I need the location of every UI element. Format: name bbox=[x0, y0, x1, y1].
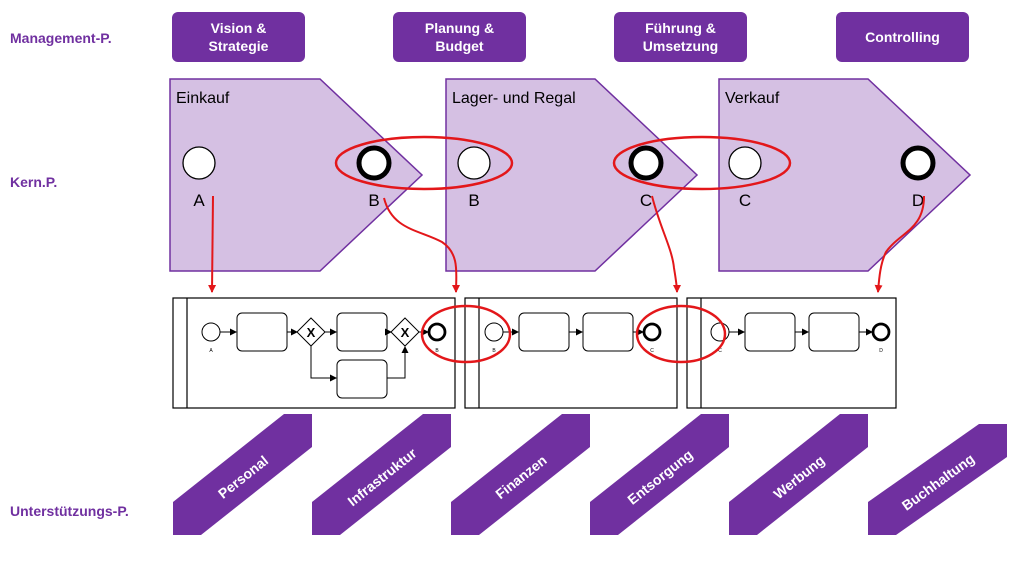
core-title-lager: Lager- und Regal bbox=[452, 90, 576, 107]
support-banner-finanzen[interactable]: Finanzen bbox=[451, 414, 590, 535]
bpmn-start-label-b: B bbox=[492, 348, 496, 354]
bpmn-task[interactable] bbox=[744, 312, 796, 352]
support-banner-entsorgung[interactable]: Entsorgung bbox=[590, 414, 729, 535]
bpmn-end-label-b: B bbox=[435, 348, 439, 354]
mgmt-box-planung[interactable]: Planung & Budget bbox=[393, 12, 526, 62]
start-event-a bbox=[182, 146, 216, 180]
mgmt-box-vision[interactable]: Vision & Strategie bbox=[172, 12, 305, 62]
core-end-label-d: D bbox=[912, 191, 924, 210]
core-chevron-lager[interactable]: Lager- und Regal B C bbox=[445, 78, 699, 272]
bpmn-end-label-c: C bbox=[650, 348, 654, 354]
end-event-c bbox=[628, 145, 664, 181]
management-row-label: Management-P. bbox=[10, 30, 112, 46]
pool-handoff-highlight-c bbox=[635, 304, 727, 364]
link-arrow-b bbox=[383, 197, 461, 293]
gateway-label-join: X bbox=[401, 325, 410, 340]
bpmn-end-label-d: D bbox=[879, 348, 883, 354]
core-title-verkauf: Verkauf bbox=[725, 90, 780, 107]
link-arrow-c bbox=[651, 195, 681, 293]
bpmn-task[interactable] bbox=[582, 312, 634, 352]
core-start-label-a: A bbox=[193, 191, 205, 210]
bpmn-task[interactable] bbox=[518, 312, 570, 352]
bpmn-pool-einkauf[interactable]: A X X B bbox=[172, 297, 456, 409]
core-start-label-c: C bbox=[739, 191, 751, 210]
support-row-label: Unterstützungs-P. bbox=[10, 503, 129, 519]
core-start-label-b: B bbox=[468, 191, 479, 210]
gateway-label-split: X bbox=[307, 325, 316, 340]
core-end-label-c: C bbox=[640, 191, 652, 210]
core-end-label-b: B bbox=[368, 191, 379, 210]
handoff-highlight-b bbox=[334, 135, 514, 191]
core-title-einkauf: Einkauf bbox=[176, 90, 230, 107]
start-event-b bbox=[457, 146, 491, 180]
support-banner-buchhaltung[interactable]: Buchhaltung bbox=[868, 424, 1007, 535]
handoff-highlight-c bbox=[612, 135, 792, 191]
start-event-c bbox=[728, 146, 762, 180]
bpmn-task[interactable] bbox=[236, 312, 288, 352]
support-banner-infrastruktur[interactable]: Infrastruktur bbox=[312, 414, 451, 535]
support-banner-personal[interactable]: Personal bbox=[173, 414, 312, 535]
bpmn-task[interactable] bbox=[336, 359, 388, 399]
bpmn-task[interactable] bbox=[336, 312, 388, 352]
bpmn-task[interactable] bbox=[808, 312, 860, 352]
bpmn-pool-verkauf[interactable]: C D bbox=[686, 297, 897, 409]
end-event-d bbox=[900, 145, 936, 181]
xor-gateway-join[interactable] bbox=[390, 317, 420, 347]
link-arrow-a bbox=[208, 195, 217, 293]
pool-handoff-highlight-b bbox=[420, 304, 512, 364]
end-event-b bbox=[356, 145, 392, 181]
support-banner-werbung[interactable]: Werbung bbox=[729, 414, 868, 535]
mgmt-box-controlling[interactable]: Controlling bbox=[836, 12, 969, 62]
core-chevron-verkauf[interactable]: Verkauf C D bbox=[718, 78, 972, 272]
bpmn-start-label-a: A bbox=[209, 348, 213, 354]
core-chevron-einkauf[interactable]: Einkauf A B bbox=[169, 78, 424, 272]
mgmt-box-fuehrung[interactable]: Führung & Umsetzung bbox=[614, 12, 747, 62]
link-arrow-d bbox=[874, 195, 925, 293]
core-row-label: Kern.P. bbox=[10, 174, 58, 190]
bpmn-start-label-c: C bbox=[718, 348, 722, 354]
